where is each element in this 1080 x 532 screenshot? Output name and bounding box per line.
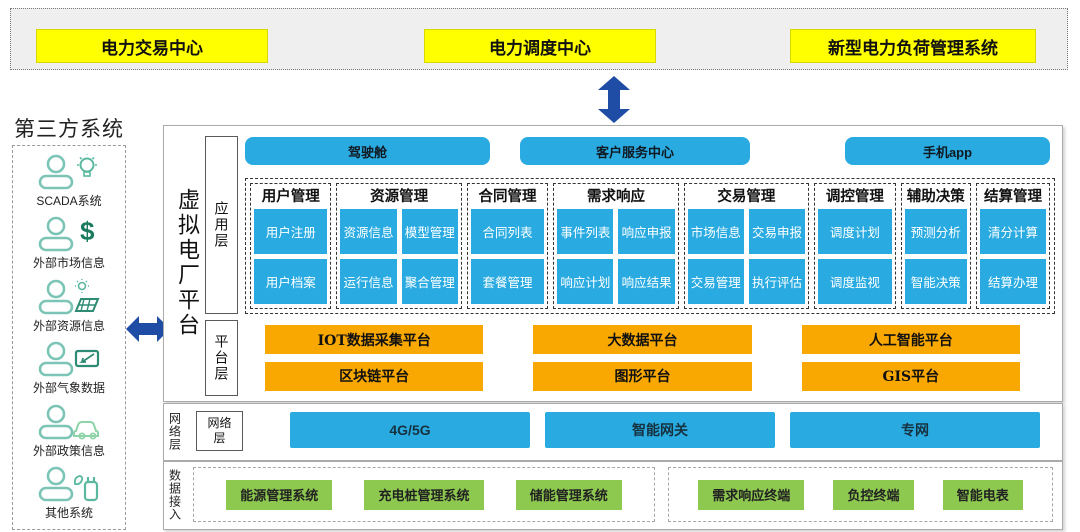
data-access-side-label: 数据接入 bbox=[167, 468, 182, 521]
module-item: 套餐管理 bbox=[470, 259, 545, 304]
person-lightbulb-icon bbox=[38, 154, 97, 189]
module-header: 结算管理 bbox=[983, 188, 1042, 205]
person-dollar-icon: $ bbox=[38, 216, 95, 252]
module-item: 预测分析 bbox=[904, 209, 967, 254]
module-item: 市场信息 bbox=[687, 209, 744, 254]
sidebar-item-label: 其他系统 bbox=[44, 506, 93, 521]
svg-text:$: $ bbox=[80, 216, 95, 246]
module-header: 合同管理 bbox=[478, 188, 537, 205]
module-contract-mgmt: 合同管理 合同列表 套餐管理 bbox=[466, 183, 549, 309]
energy-storage-mgmt-system-box: 储能管理系统 bbox=[515, 479, 622, 510]
third-party-systems-title: 第三方系统 bbox=[14, 117, 124, 141]
ai-platform-box: 人工智能平台 bbox=[801, 325, 1020, 355]
charging-pile-mgmt-system-box: 充电桩管理系统 bbox=[364, 479, 484, 510]
sidebar-item-label: SCADA系统 bbox=[36, 193, 102, 208]
module-item: 聚合管理 bbox=[401, 259, 458, 304]
module-header: 需求响应 bbox=[586, 188, 645, 205]
module-resource-mgmt: 资源管理 资源信息 模型管理 运行信息 聚合管理 bbox=[336, 183, 462, 309]
third-party-systems-panel: SCADA系统 $ 外部市场信息 外部资源信息 外部气象数据 bbox=[12, 145, 126, 530]
module-header: 辅助决策 bbox=[906, 188, 965, 205]
module-header: 调控管理 bbox=[825, 188, 884, 205]
smart-meter-box: 智能电表 bbox=[942, 479, 1023, 510]
person-car-icon bbox=[38, 404, 99, 440]
module-item: 模型管理 bbox=[401, 209, 458, 254]
platform-layer-tag: 平台层 bbox=[205, 320, 238, 396]
module-user-mgmt: 用户管理 用户注册 用户档案 bbox=[250, 183, 332, 309]
power-dispatch-center-box: 电力调度中心 bbox=[424, 29, 656, 63]
sidebar-item-label: 外部气象数据 bbox=[32, 381, 105, 396]
module-item: 事件列表 bbox=[557, 209, 614, 254]
sidebar-item-scada: SCADA系统 bbox=[36, 154, 102, 209]
person-weather-data-icon bbox=[38, 341, 100, 377]
energy-mgmt-system-box: 能源管理系统 bbox=[226, 479, 333, 510]
module-item: 清分计算 bbox=[979, 209, 1046, 254]
module-item: 交易申报 bbox=[748, 209, 806, 254]
smart-gateway-box: 智能网关 bbox=[545, 412, 775, 448]
module-item: 运行信息 bbox=[340, 259, 397, 304]
application-layer-tag: 应用层 bbox=[205, 136, 238, 314]
module-dispatch-control-mgmt: 调控管理 调度计划 调度监视 bbox=[814, 183, 896, 309]
module-item: 智能决策 bbox=[904, 259, 967, 304]
portal-cockpit: 驾驶舱 bbox=[245, 137, 490, 165]
sidebar-item-policy-info: 外部政策信息 bbox=[33, 404, 105, 459]
data-access-group-systems: 能源管理系统 充电桩管理系统 储能管理系统 bbox=[193, 467, 655, 522]
vertical-double-arrow-icon bbox=[597, 76, 631, 123]
module-item: 交易管理 bbox=[687, 259, 744, 304]
blockchain-platform-box: 区块链平台 bbox=[265, 361, 484, 391]
module-item: 响应申报 bbox=[618, 209, 675, 254]
person-solar-icon bbox=[38, 278, 100, 314]
horizontal-double-arrow-icon bbox=[126, 315, 170, 343]
module-item: 资源信息 bbox=[340, 209, 397, 254]
module-demand-response: 需求响应 事件列表 响应申报 响应计划 响应结果 bbox=[553, 183, 679, 309]
module-item: 调度计划 bbox=[818, 209, 892, 254]
module-item: 合同列表 bbox=[470, 209, 545, 254]
sidebar-item-resource-info: 外部资源信息 bbox=[32, 278, 105, 334]
module-item: 结算办理 bbox=[979, 259, 1046, 304]
portal-customer-service-center: 客户服务中心 bbox=[520, 137, 750, 165]
person-charging-icon bbox=[38, 467, 99, 502]
sidebar-item-label: 外部政策信息 bbox=[32, 443, 105, 458]
module-trading-mgmt: 交易管理 市场信息 交易申报 交易管理 执行评估 bbox=[683, 183, 810, 309]
module-item: 执行评估 bbox=[748, 259, 806, 304]
module-header: 交易管理 bbox=[717, 188, 776, 205]
sidebar-item-other-systems: 其他系统 bbox=[38, 466, 100, 521]
module-settlement-mgmt: 结算管理 清分计算 结算办理 bbox=[975, 183, 1050, 309]
graphics-platform-box: 图形平台 bbox=[533, 361, 752, 391]
module-item: 响应结果 bbox=[618, 259, 675, 304]
module-item: 调度监视 bbox=[818, 259, 892, 304]
module-header: 用户管理 bbox=[261, 188, 320, 205]
big-data-platform-box: 大数据平台 bbox=[533, 325, 752, 355]
data-access-group-terminals: 需求响应终端 负控终端 智能电表 bbox=[668, 467, 1053, 522]
platform-layer-content: IOT数据采集平台 大数据平台 人工智能平台 区块链平台 图形平台 GIS平台 bbox=[245, 318, 1055, 398]
new-power-load-mgmt-box: 新型电力负荷管理系统 bbox=[790, 29, 1036, 63]
module-item: 用户档案 bbox=[254, 259, 328, 304]
portal-mobile-app: 手机app bbox=[845, 137, 1050, 165]
sidebar-item-market-info: $ 外部市场信息 bbox=[33, 216, 105, 271]
network-layer-side-label: 网络层 bbox=[167, 411, 182, 451]
module-header: 资源管理 bbox=[370, 188, 429, 205]
gis-platform-box: GIS平台 bbox=[801, 361, 1020, 391]
application-modules-container: 用户管理 用户注册 用户档案 资源管理 资源信息 模型管理 运行信息 聚合管理 … bbox=[245, 178, 1055, 314]
network-layer-tag: 网络层 bbox=[196, 411, 243, 451]
external-systems-bar: 电力交易中心 电力调度中心 新型电力负荷管理系统 bbox=[10, 8, 1068, 70]
sidebar-item-weather-data: 外部气象数据 bbox=[33, 341, 105, 396]
platform-title: 虚拟电厂平台 bbox=[174, 187, 199, 338]
sidebar-item-label: 外部市场信息 bbox=[32, 256, 105, 271]
demand-response-terminal-box: 需求响应终端 bbox=[698, 479, 805, 510]
private-network-box: 专网 bbox=[790, 412, 1040, 448]
power-trading-center-box: 电力交易中心 bbox=[36, 29, 268, 63]
iot-data-collection-platform-box: IOT数据采集平台 bbox=[265, 325, 484, 355]
module-decision-support: 辅助决策 预测分析 智能决策 bbox=[900, 183, 971, 309]
network-4g-5g-box: 4G/5G bbox=[290, 412, 530, 448]
module-item: 响应计划 bbox=[557, 259, 614, 304]
sidebar-item-label: 外部资源信息 bbox=[32, 318, 105, 333]
module-item: 用户注册 bbox=[254, 209, 328, 254]
load-control-terminal-box: 负控终端 bbox=[833, 479, 914, 510]
